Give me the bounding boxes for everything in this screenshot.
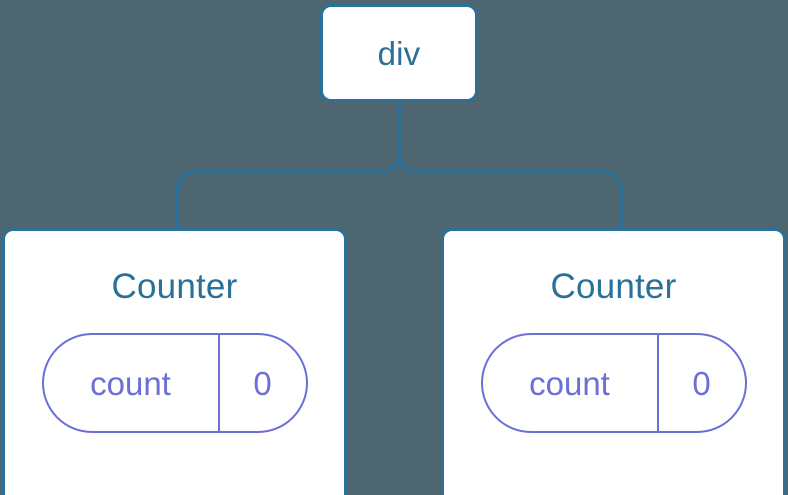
state-key-counter-0: count <box>44 335 220 431</box>
connector-branch-right <box>397 150 623 233</box>
state-pill-counter-1[interactable]: count 0 <box>480 333 747 433</box>
node-counter-0[interactable]: Counter count 0 <box>2 228 347 495</box>
node-counter-1[interactable]: Counter count 0 <box>441 228 786 495</box>
state-key-counter-1: count <box>483 335 659 431</box>
node-counter-0-label: Counter <box>111 267 238 306</box>
connector-trunk <box>175 99 401 233</box>
node-div-label: div <box>377 34 421 72</box>
node-div[interactable]: div <box>320 4 478 102</box>
state-pill-counter-0[interactable]: count 0 <box>41 333 308 433</box>
state-value-counter-1: 0 <box>692 364 711 402</box>
state-value-counter-0: 0 <box>253 364 272 402</box>
node-counter-1-label: Counter <box>550 267 677 306</box>
